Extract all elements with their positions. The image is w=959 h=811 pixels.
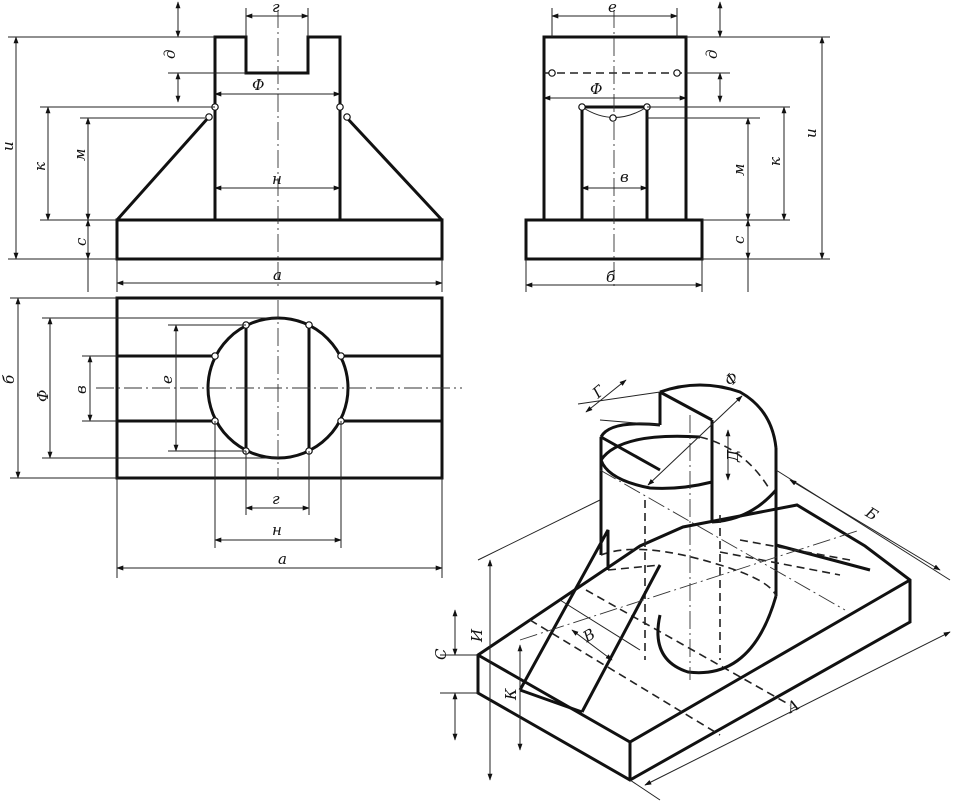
label-iso-I: И [468, 628, 486, 643]
label-top-v: в [72, 385, 90, 394]
label-side-m: м [730, 164, 748, 176]
label-iso-K: К [502, 688, 520, 701]
label-front-c: с [72, 237, 90, 246]
label-top-a: а [278, 550, 287, 568]
label-side-c: с [730, 235, 748, 244]
label-iso-V: В [579, 625, 598, 647]
label-side-v: в [620, 168, 629, 186]
label-top-n: н [272, 521, 282, 539]
label-top-g: г [272, 490, 280, 508]
label-iso-B: Б [862, 503, 882, 525]
isometric-view-dimensions [440, 379, 951, 801]
label-front-phi: Ф [252, 76, 264, 94]
label-front-m: м [71, 149, 89, 161]
label-side-k: к [766, 157, 784, 166]
label-iso-C: С [432, 648, 450, 660]
label-front-a: а [273, 266, 282, 284]
front-view-dimensions [8, 1, 443, 292]
side-view-dimensions [525, 1, 830, 292]
label-top-e: е [158, 375, 176, 384]
label-front-g: г [272, 0, 280, 16]
label-front-i: и [0, 141, 17, 151]
label-front-k: к [31, 162, 49, 171]
label-front-n: н [272, 170, 282, 188]
label-top-b: б [0, 374, 18, 384]
top-view-dimensions [10, 297, 443, 578]
label-iso-D: Д [724, 449, 742, 463]
label-iso-G: Г [588, 381, 609, 403]
label-top-phi: Ф [34, 390, 52, 402]
label-side-b: б [606, 268, 616, 286]
isometric-view [476, 383, 912, 782]
label-side-phi: Ф [590, 80, 602, 98]
side-view [524, 10, 704, 290]
label-side-e: е [608, 0, 617, 16]
label-side-d: д [703, 49, 721, 59]
label-front-d: д [161, 49, 179, 59]
top-view [96, 296, 462, 480]
label-side-i: и [802, 128, 820, 138]
